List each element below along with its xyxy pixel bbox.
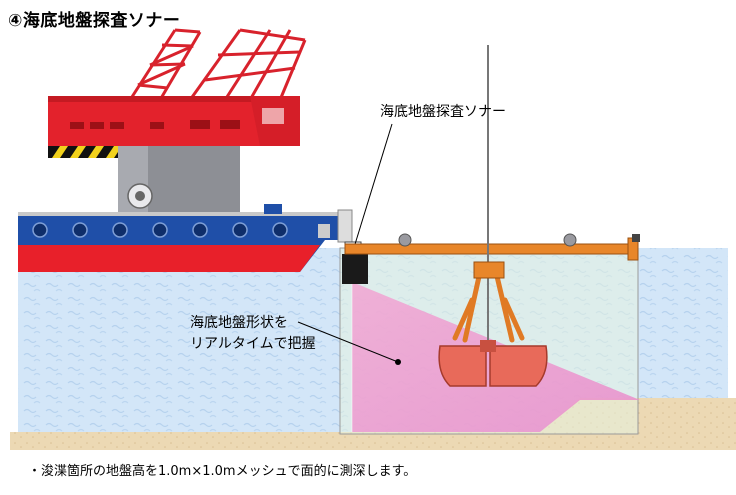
seabed-shape-label-line2: リアルタイムで把握 (190, 336, 316, 352)
crane-icon (48, 28, 307, 212)
orange-boom (344, 233, 640, 261)
grab-bucket-icon (438, 261, 548, 387)
diagram-title: ④海底地盤探査ソナー (8, 11, 181, 31)
barge-hull (18, 204, 346, 272)
seabed-shape-label-line1: 海底地盤形状を (190, 315, 288, 331)
sonar-leader (351, 123, 393, 255)
footnote: ・浚渫箇所の地盤高を1.0m×1.0mメッシュで面的に測深します。 (28, 464, 417, 479)
seabed (10, 398, 736, 450)
shape-leader (297, 321, 399, 363)
sonar-label: 海底地盤探査ソナー (380, 104, 506, 120)
